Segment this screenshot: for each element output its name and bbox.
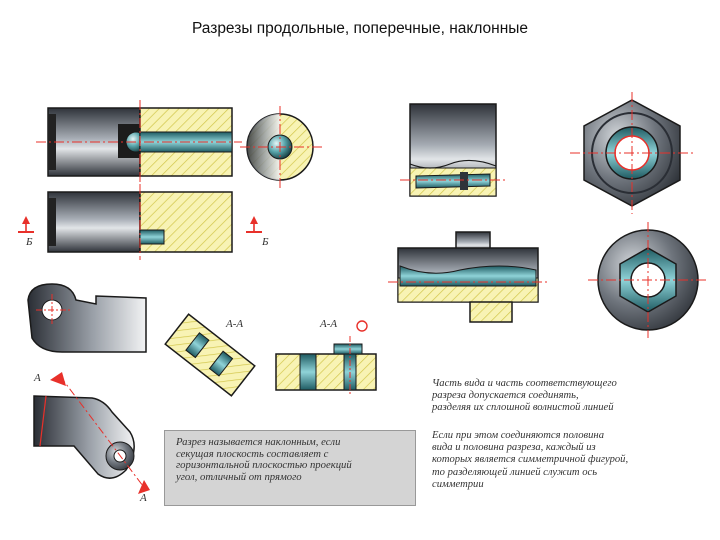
bent-lever-view	[33, 372, 150, 494]
inclined-section-aa-2	[275, 320, 377, 396]
label-aa-1: А-А	[226, 318, 244, 330]
nut-view-top	[570, 92, 694, 214]
label-a-top: А	[34, 372, 41, 384]
label-b-left: Б	[26, 236, 33, 248]
note-line: симметрии	[432, 478, 484, 490]
note-line: Часть вида и часть соответствующего	[432, 378, 617, 389]
label-a-bottom: А	[140, 492, 147, 504]
inclined-section-note: Разрез называется наклонным, если секуща…	[176, 436, 352, 483]
note-line: секущая плоскость составляет с	[176, 447, 329, 460]
inclined-section-aa-1	[164, 313, 256, 397]
note-line: то разделяющей линией служит ось	[432, 466, 598, 478]
shaft-section-b	[18, 184, 262, 260]
nut-view-bottom	[588, 222, 708, 338]
note-line: Если при этом соединяются половина	[432, 430, 604, 441]
note-line: которых является симметричной фигурой,	[432, 454, 629, 466]
note-line: Разрез называется наклонным, если	[176, 436, 341, 448]
half-section-block	[400, 103, 508, 197]
view-section-join-note: Часть вида и часть соответствующего разр…	[432, 378, 617, 415]
shaft-section-top	[36, 100, 242, 184]
symmetry-axis-note: Если при этом соединяются половина вида …	[432, 430, 628, 491]
note-line: разделяя их сплошной волнистой линией	[432, 402, 614, 414]
note-line: угол, отличный от прямого	[176, 470, 302, 483]
lever-view	[27, 283, 147, 353]
fitting-local-section	[388, 231, 550, 323]
label-aa-2: А-А	[320, 318, 338, 330]
inclined-section-note-box: Разрез называется наклонным, если секуща…	[164, 430, 416, 506]
note-line: вида и половина разреза, каждый из	[432, 442, 596, 454]
round-cross-section	[240, 106, 322, 188]
label-b-right: Б	[262, 236, 269, 248]
page-title: Разрезы продольные, поперечные, наклонны…	[191, 20, 529, 37]
note-line: горизонтальной плоскостью проекций	[176, 459, 352, 472]
note-line: разреза допускается соединять,	[432, 390, 579, 402]
